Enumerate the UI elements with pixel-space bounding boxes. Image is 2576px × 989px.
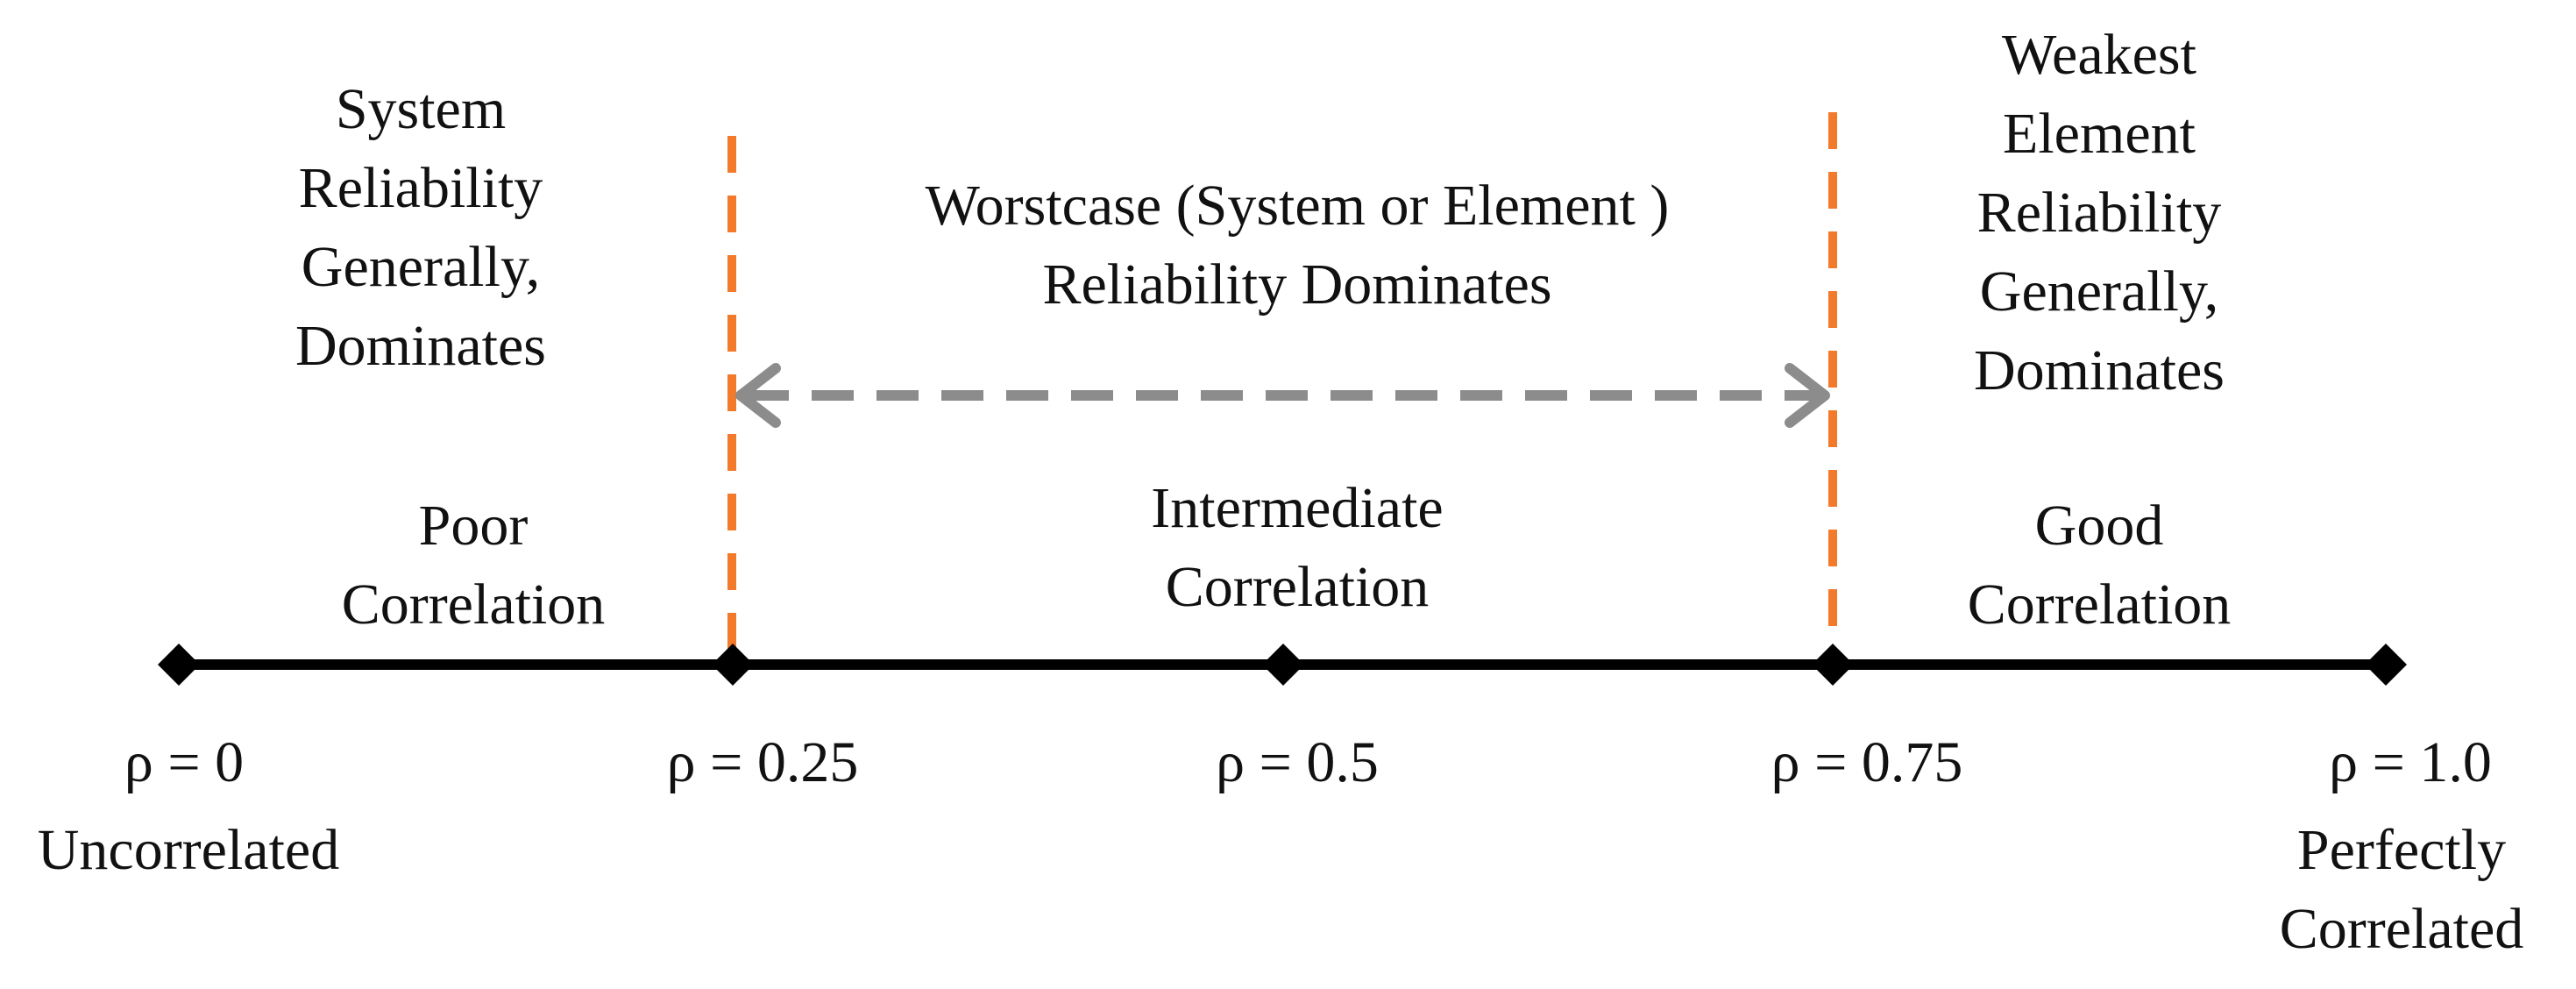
tick-label-05: ρ = 0.5 xyxy=(1216,730,1379,794)
range-arrow-right-head xyxy=(1785,363,1830,428)
weakest-element-dominance-label: Weakest Element Reliability Generally, D… xyxy=(1974,23,2225,402)
tick-label-1: ρ = 1.0 xyxy=(2329,730,2492,794)
tick-label-025: ρ = 0.25 xyxy=(666,730,859,794)
tick-label-075: ρ = 0.75 xyxy=(1771,730,1963,794)
worstcase-dominance-label: Worstcase (System or Element ) Reliabili… xyxy=(925,174,1670,317)
perfectly-correlated-label: Perfectly Correlated xyxy=(2279,818,2524,961)
axis-marker-075 xyxy=(1812,644,1854,686)
axis-marker-1 xyxy=(2365,644,2407,686)
uncorrelated-label: Uncorrelated xyxy=(37,818,340,882)
range-arrow-left-head xyxy=(735,363,781,428)
axis-marker-05 xyxy=(1262,644,1304,686)
axis-marker-0 xyxy=(158,644,200,686)
intermediate-correlation-label: Intermediate Correlation xyxy=(1151,476,1444,619)
tick-label-0: ρ = 0 xyxy=(124,730,245,794)
good-correlation-label: Good Correlation xyxy=(1967,494,2232,637)
system-dominance-label: System Reliability Generally, Dominates xyxy=(295,77,546,378)
axis-marker-025 xyxy=(712,644,754,686)
poor-correlation-label: Poor Correlation xyxy=(341,494,606,637)
